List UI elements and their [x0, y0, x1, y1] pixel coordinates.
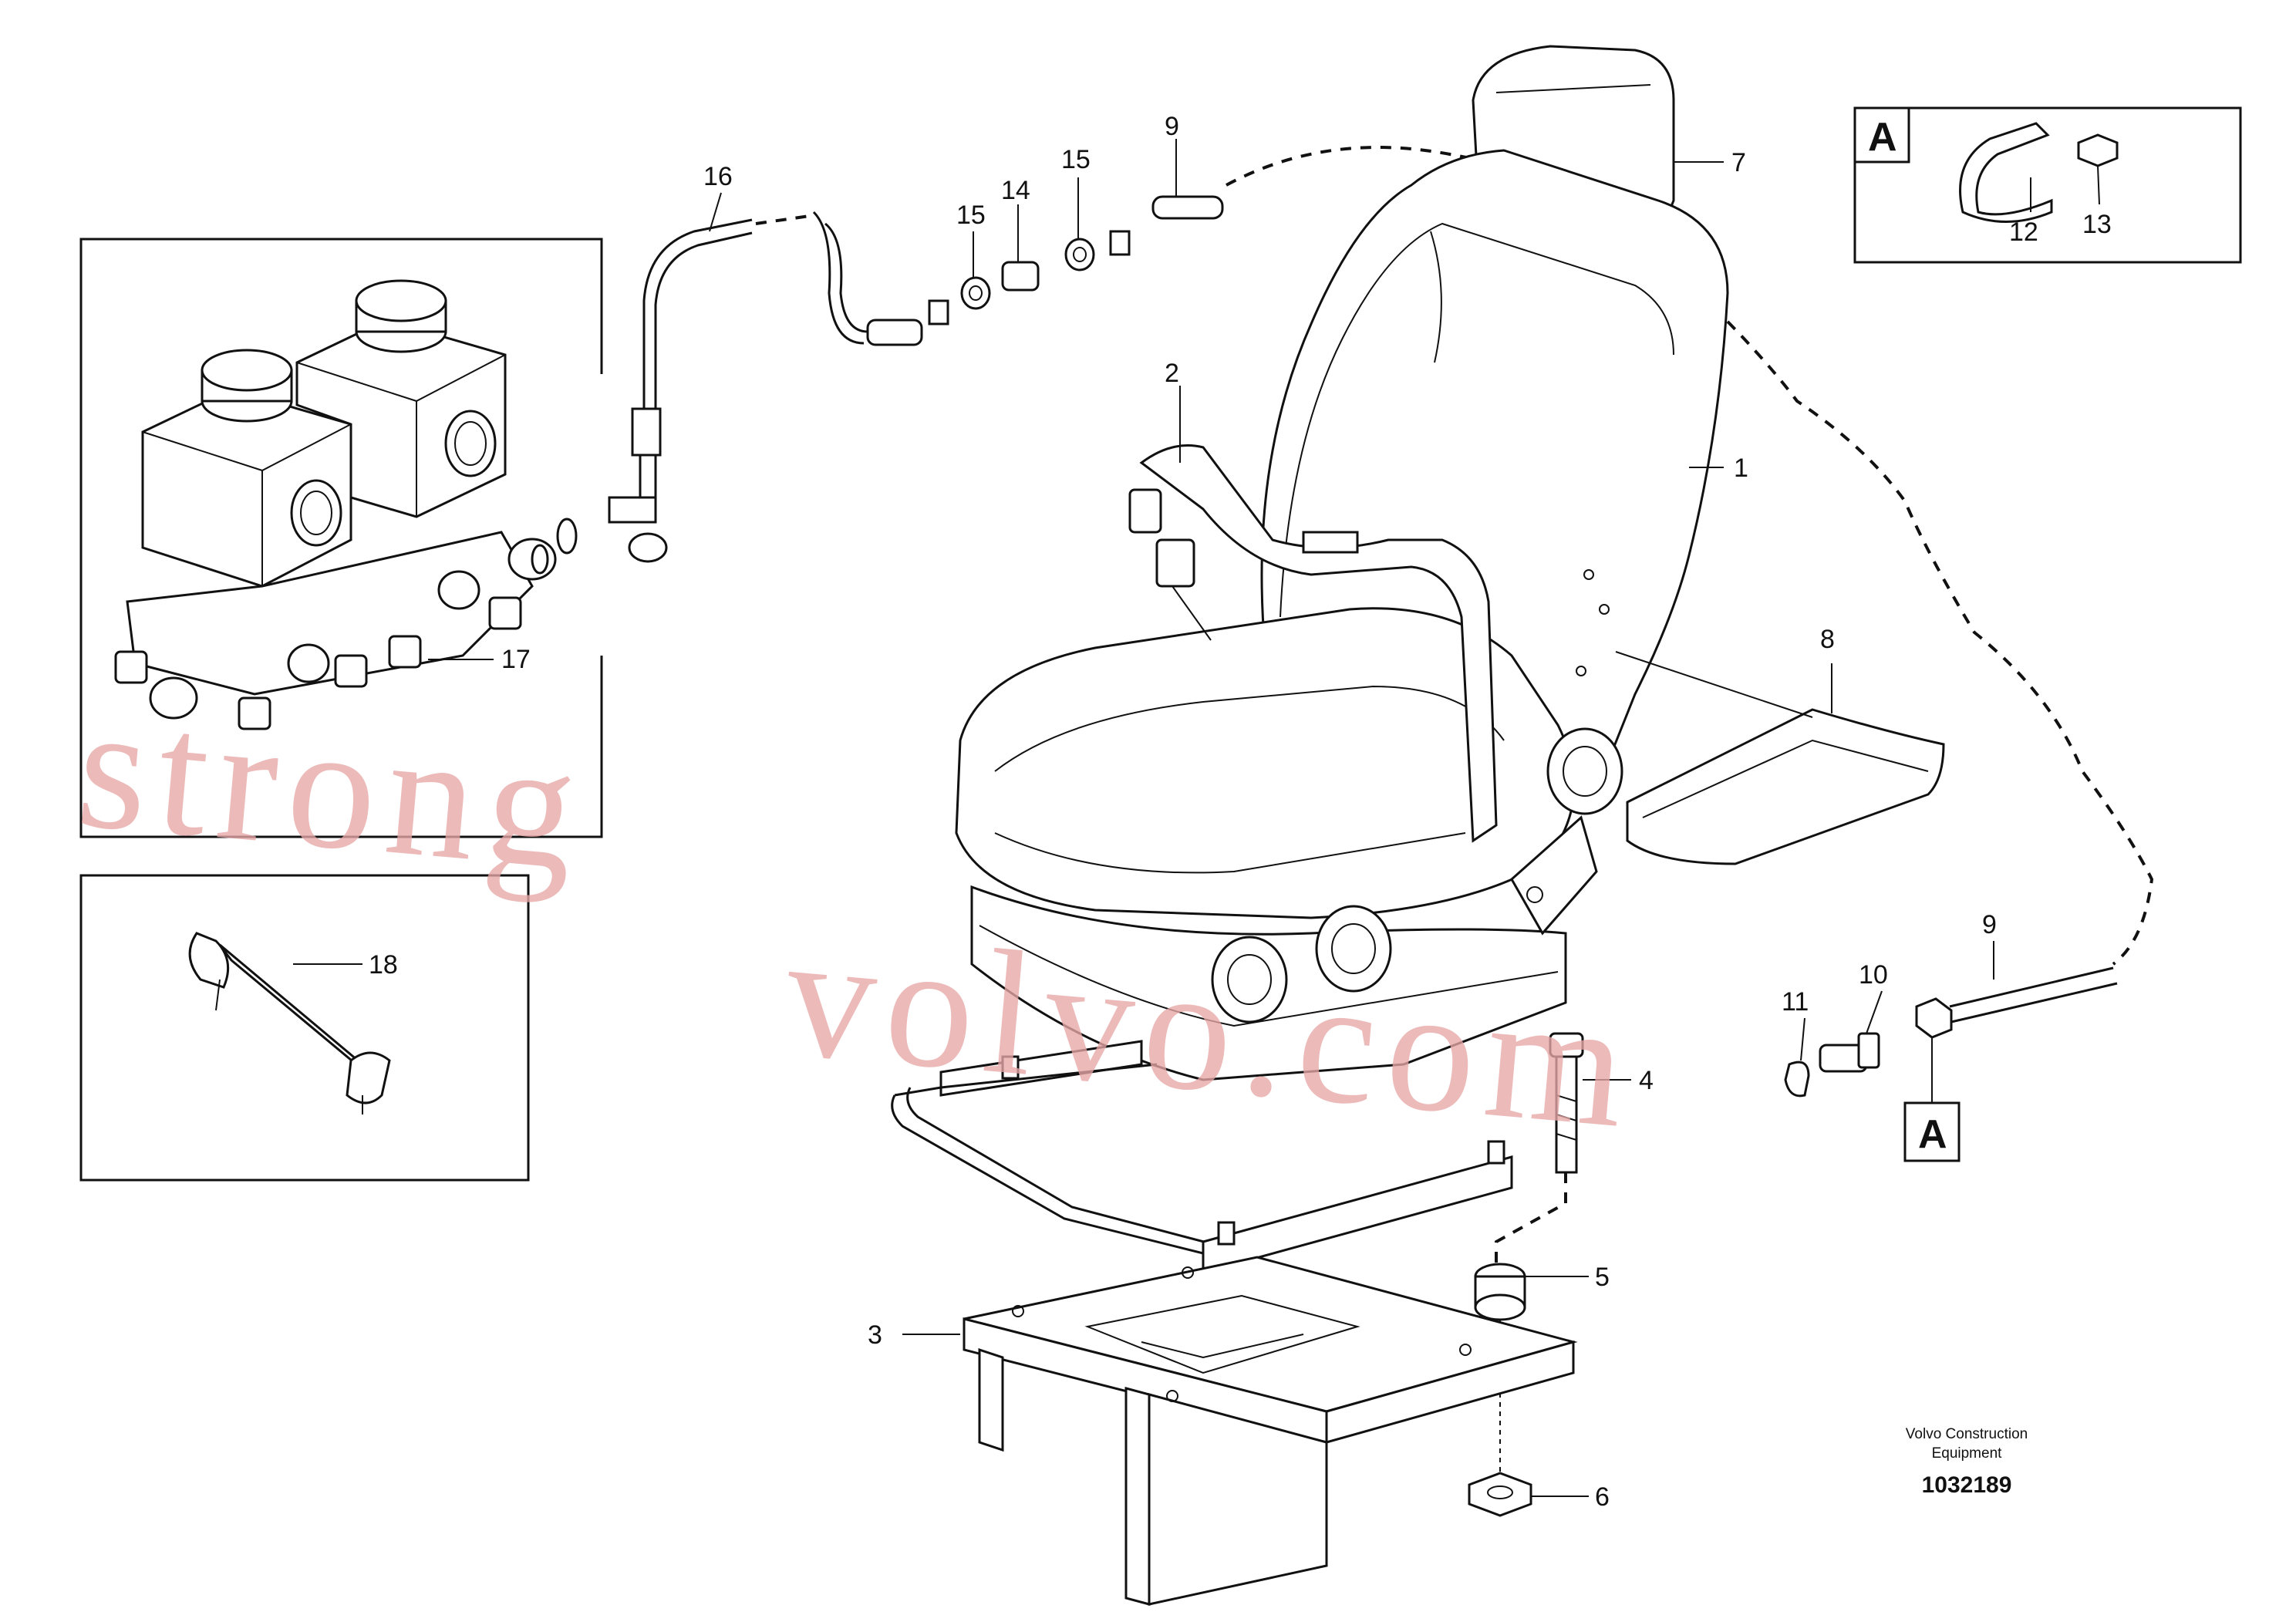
tie-mount — [2077, 133, 2119, 205]
cable-route — [1226, 146, 2154, 966]
armrest — [1615, 651, 1945, 865]
seat-belt — [1128, 444, 1498, 843]
callout-7: 7 — [1731, 148, 1746, 177]
hydraulic-line — [608, 195, 1224, 563]
callout-15-left: 15 — [956, 201, 986, 230]
callout-12: 12 — [2009, 218, 2038, 247]
detail-a-letter: A — [1868, 115, 1897, 160]
drawing-number: 1032189 — [1922, 1472, 2012, 1498]
brand-line1: Volvo Construction — [1906, 1426, 2028, 1442]
callout-6: 6 — [1595, 1482, 1610, 1512]
bolt — [1549, 1032, 1584, 1174]
callout-9-right: 9 — [1982, 910, 1997, 939]
callout-11: 11 — [1782, 987, 1809, 1017]
valve-block — [114, 279, 578, 730]
callout-4: 4 — [1639, 1066, 1654, 1095]
callout-1: 1 — [1734, 454, 1748, 483]
valve-inset — [79, 238, 603, 838]
callout-16: 16 — [703, 162, 733, 191]
title-block: Volvo Construction Equipment 1032189 — [1906, 1426, 2028, 1498]
brand-line2: Equipment — [1932, 1445, 2003, 1462]
callout-10: 10 — [1859, 960, 1888, 990]
callout-15-right: 15 — [1061, 145, 1091, 174]
watermark-line1: strong — [71, 667, 595, 907]
callout-13: 13 — [2082, 210, 2112, 239]
seat-rails — [891, 1040, 1513, 1274]
leader-lines — [709, 139, 1994, 1497]
callout-14: 14 — [1001, 176, 1030, 205]
callout-18: 18 — [369, 950, 398, 980]
operator-seat — [955, 45, 1729, 1081]
detail-a-marker-letter: A — [1918, 1112, 1947, 1157]
callout-17: 17 — [501, 645, 531, 674]
flange-nut — [1468, 1472, 1532, 1517]
detail-a-box — [1853, 106, 2242, 264]
spacer — [1474, 1263, 1526, 1321]
callout-2: 2 — [1165, 359, 1179, 388]
callout-labels: 1 2 3 4 5 6 7 8 9 9 10 11 12 13 14 15 15… — [369, 112, 2112, 1512]
rod-bracket — [188, 932, 391, 1114]
base-plate — [963, 1256, 1578, 1606]
callout-5: 5 — [1595, 1263, 1610, 1292]
callout-3: 3 — [868, 1320, 882, 1350]
cable-tie — [1959, 122, 2053, 223]
detail-marker — [1903, 1037, 1961, 1162]
cable-connector — [1784, 966, 2118, 1098]
callout-8: 8 — [1820, 625, 1835, 654]
callout-9-top: 9 — [1165, 112, 1179, 141]
bracket-inset — [79, 874, 530, 1182]
